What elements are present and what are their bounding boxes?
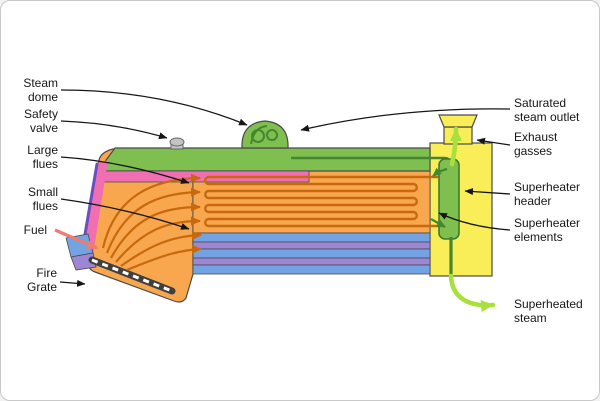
label-superheated-steam: steam (514, 311, 547, 325)
label-small-flues: flues (33, 199, 58, 213)
small-flue-stripe (192, 248, 431, 259)
label-large-flues: flues (33, 157, 58, 171)
ashpan-lower (70, 252, 97, 271)
leader-fuel (54, 228, 99, 250)
label-small-flues: Small (28, 185, 58, 199)
label-superheater-elements: Superheater (514, 216, 580, 230)
steam-space (96, 147, 431, 172)
small-flue-stripe (192, 257, 431, 266)
label-saturated-steam-outlet: Saturated (514, 96, 566, 110)
fire-flow-arrow (126, 244, 202, 272)
label-fuel: Fuel (24, 223, 47, 237)
leader-large-flues (60, 156, 190, 184)
leader-superheater-elements (438, 212, 511, 231)
steam-dome (241, 120, 289, 149)
label-superheater-elements: elements (514, 230, 563, 244)
fire-flow-arrow (115, 216, 201, 263)
leader-small-flues (60, 198, 190, 230)
label-saturated-steam-outlet: steam outlet (514, 110, 580, 124)
label-steam-dome: dome (28, 90, 58, 104)
firebox (87, 148, 194, 303)
fire-flow-arrow (105, 187, 201, 254)
small-flue-stripe (192, 241, 431, 250)
dome-swirl (266, 129, 278, 141)
small-flue-stripe (192, 232, 431, 243)
steam-return-arrow (430, 218, 446, 228)
superheated-steam-arrow (448, 273, 496, 312)
label-safety-valve: valve (30, 121, 58, 135)
label-safety-valve: Safety (24, 107, 58, 121)
dome-swirl (250, 125, 268, 145)
label-superheated-steam: Superheated (514, 297, 583, 311)
leader-saturated-steam-outlet (300, 108, 511, 132)
fire-flow-arrow (120, 230, 202, 267)
safety-valve (169, 137, 185, 150)
leader-exhaust-gasses (476, 137, 511, 146)
label-large-flues: Large (27, 143, 58, 157)
chimney-flare (438, 114, 478, 128)
exhaust-gas-arrow (449, 126, 462, 167)
label-superheater-header: Superheater (514, 180, 580, 194)
leader-fire-grate (59, 279, 86, 287)
label-exhaust-gasses: Exhaust (514, 130, 558, 144)
fire-grate-bars (91, 258, 173, 293)
label-steam-dome: Steam (23, 76, 58, 90)
superheater-elements (204, 175, 447, 228)
label-superheater-header: header (514, 194, 551, 208)
leader-steam-dome (60, 89, 248, 126)
leader-safety-valve (60, 120, 168, 140)
label-exhaust-gasses: gasses (514, 144, 552, 158)
label-fire-grate: Fire (36, 266, 57, 280)
small-flue-stripe (192, 264, 431, 275)
firebox-backhead (83, 160, 108, 255)
steam-into-elements-arrow (432, 167, 448, 177)
label-fire-grate: Grate (27, 280, 57, 294)
leader-superheater-header (464, 188, 511, 196)
